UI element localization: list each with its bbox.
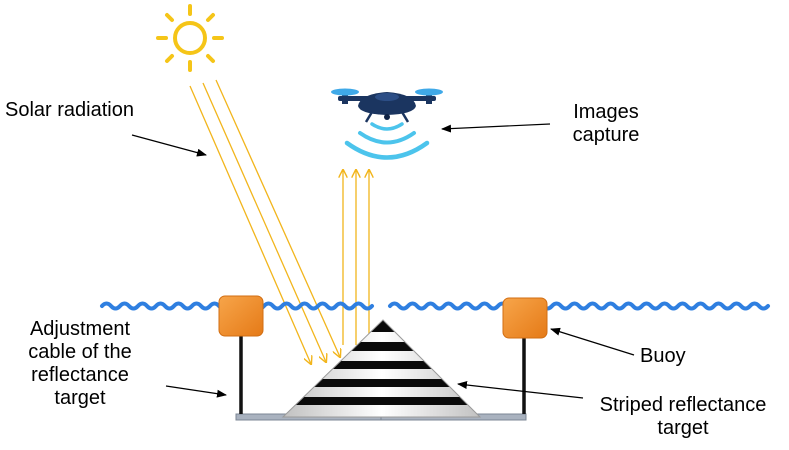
images-capture-line-2: capture — [572, 124, 640, 146]
water-surface — [100, 301, 770, 311]
buoy-label: Buoy — [640, 345, 686, 367]
reflected-rays — [343, 170, 369, 345]
cable-arrow — [165, 385, 227, 398]
adjustment-cable-line-4: target — [54, 387, 106, 409]
images-capture-label: Images capture — [560, 101, 652, 147]
label-arrows — [131, 123, 635, 399]
solar-radiation-label: Solar radiation — [5, 99, 134, 121]
drone-icon — [331, 88, 443, 123]
striped-target-label: Striped reflectance target — [588, 394, 778, 440]
striped-target-line-1: Striped reflectance — [599, 394, 767, 416]
buoy-icon — [218, 295, 264, 337]
adjustment-cable-line-2: cable of the — [28, 341, 132, 363]
images-capture-arrow — [441, 123, 551, 133]
adjustment-cable-label: Adjustment cable of the reflectance targ… — [5, 318, 155, 410]
incoming-solar-rays — [189, 79, 340, 364]
adjustment-cable-line-3: reflectance — [31, 364, 129, 386]
solar-radiation-arrow — [131, 134, 207, 157]
buoy-icon — [502, 297, 548, 339]
adjustment-cables — [239, 336, 526, 414]
adjustment-cable-line-1: Adjustment — [29, 318, 131, 340]
buoy-arrow — [550, 327, 635, 356]
striped-reflectance-target — [281, 319, 482, 418]
images-capture-line-1: Images — [573, 101, 639, 123]
striped-target-line-2: target — [657, 417, 709, 439]
striped-target-arrow — [457, 381, 584, 399]
signal-waves-icon — [344, 122, 430, 160]
sun-icon — [156, 4, 224, 72]
